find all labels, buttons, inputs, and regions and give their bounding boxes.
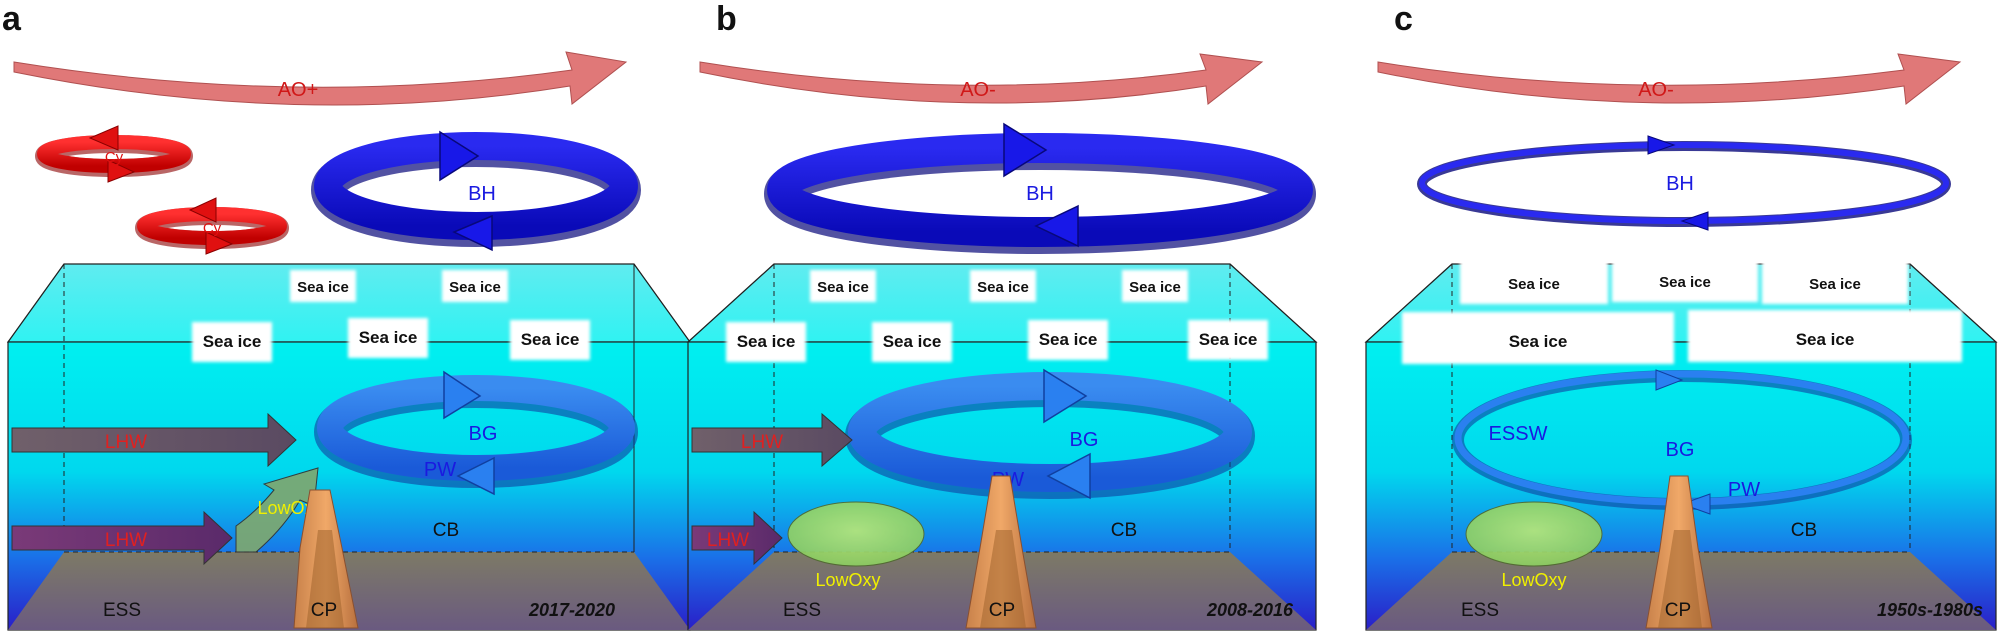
lhw-arrow bbox=[11, 510, 233, 566]
sea-ice-label: Sea ice bbox=[203, 332, 262, 351]
sea-ice-label: Sea ice bbox=[1129, 279, 1181, 296]
lowoxy-zone bbox=[1465, 501, 1603, 567]
cb-label: CB bbox=[1111, 520, 1137, 541]
cb-label: CB bbox=[433, 520, 459, 541]
sea-ice-label: Sea ice bbox=[1509, 332, 1568, 351]
bg-label: BG bbox=[1666, 439, 1695, 461]
panel-a: a AO+ Cy Cy BH bbox=[2, 0, 692, 631]
beaufort-high-gyre bbox=[764, 122, 1316, 254]
sea-ice-label: Sea ice bbox=[977, 279, 1029, 296]
ao-label: AO- bbox=[960, 79, 996, 101]
beaufort-high-gyre bbox=[311, 130, 641, 252]
ess-label: ESS bbox=[783, 600, 821, 621]
cp-label: CP bbox=[1665, 600, 1691, 621]
lhw-arrow bbox=[691, 510, 783, 566]
panel-c: c AO- BH Sea ice Sea ice Sea ice Sea ice bbox=[1364, 0, 1998, 631]
cyclone-label: Cy bbox=[105, 149, 124, 166]
beaufort-high-gyre bbox=[1417, 135, 1951, 231]
lhw-arrow bbox=[691, 412, 853, 468]
period-label: 2008-2016 bbox=[1206, 600, 1294, 620]
ao-arrow bbox=[13, 51, 628, 106]
lhw-label: LHW bbox=[707, 530, 749, 551]
sea-ice-label: Sea ice bbox=[1508, 276, 1560, 293]
period-label: 2017-2020 bbox=[528, 600, 615, 620]
sea-ice-label: Sea ice bbox=[449, 279, 501, 296]
bg-label: BG bbox=[469, 423, 498, 445]
ess-label: ESS bbox=[1461, 600, 1499, 621]
sea-ice bbox=[192, 270, 590, 362]
period-label: 1950s-1980s bbox=[1877, 600, 1983, 620]
sea-ice-label: Sea ice bbox=[521, 330, 580, 349]
lhw-arrow bbox=[11, 412, 297, 468]
pw-label: PW bbox=[424, 459, 456, 481]
lowoxy-label: LowOxy bbox=[1501, 570, 1566, 590]
ao-label: AO+ bbox=[278, 79, 319, 101]
panel-letter: a bbox=[2, 0, 22, 38]
lhw-label: LHW bbox=[105, 432, 147, 453]
ess-label: ESS bbox=[103, 600, 141, 621]
pw-label: PW bbox=[1728, 479, 1760, 501]
lowoxy-label: LowOxy bbox=[815, 570, 880, 590]
panel-letter: b bbox=[716, 0, 737, 38]
sea-ice-label: Sea ice bbox=[297, 279, 349, 296]
panel-letter: c bbox=[1394, 0, 1413, 38]
sea-ice-label: Sea ice bbox=[817, 279, 869, 296]
sea-ice-label: Sea ice bbox=[1039, 330, 1098, 349]
lowoxy-zone bbox=[787, 501, 925, 567]
sea-ice-label: Sea ice bbox=[1659, 274, 1711, 291]
cp-label: CP bbox=[989, 600, 1015, 621]
cyclone-icon: Cy bbox=[35, 125, 193, 183]
ao-arrow bbox=[699, 53, 1264, 105]
essw-label: ESSW bbox=[1489, 423, 1548, 445]
sea-ice-label: Sea ice bbox=[1809, 276, 1861, 293]
lhw-label: LHW bbox=[105, 530, 147, 551]
lowoxy-arrow bbox=[235, 467, 319, 553]
sea-ice-label: Sea ice bbox=[737, 332, 796, 351]
cp-label: CP bbox=[311, 600, 337, 621]
sea-ice bbox=[726, 270, 1268, 362]
bh-label: BH bbox=[1026, 183, 1054, 205]
beaufort-gyre bbox=[314, 370, 638, 496]
bg-label: BG bbox=[1070, 429, 1099, 451]
ao-label: AO- bbox=[1638, 79, 1674, 101]
sea-ice bbox=[1402, 254, 1962, 364]
panel-b: b AO- BH Sea ice Sea ice Sea ice bbox=[686, 0, 1318, 631]
cyclone-icon: Cy bbox=[135, 197, 289, 255]
sea-ice-label: Sea ice bbox=[1199, 330, 1258, 349]
ao-arrow bbox=[1377, 53, 1962, 105]
sea-ice-label: Sea ice bbox=[1796, 330, 1855, 349]
cyclone-label: Cy bbox=[203, 220, 222, 237]
bh-label: BH bbox=[468, 183, 496, 205]
cb-label: CB bbox=[1791, 520, 1817, 541]
lhw-label: LHW bbox=[741, 432, 783, 453]
beaufort-gyre bbox=[845, 368, 1255, 500]
sea-ice-label: Sea ice bbox=[359, 328, 418, 347]
sea-ice-label: Sea ice bbox=[883, 332, 942, 351]
bh-label: BH bbox=[1666, 173, 1694, 195]
